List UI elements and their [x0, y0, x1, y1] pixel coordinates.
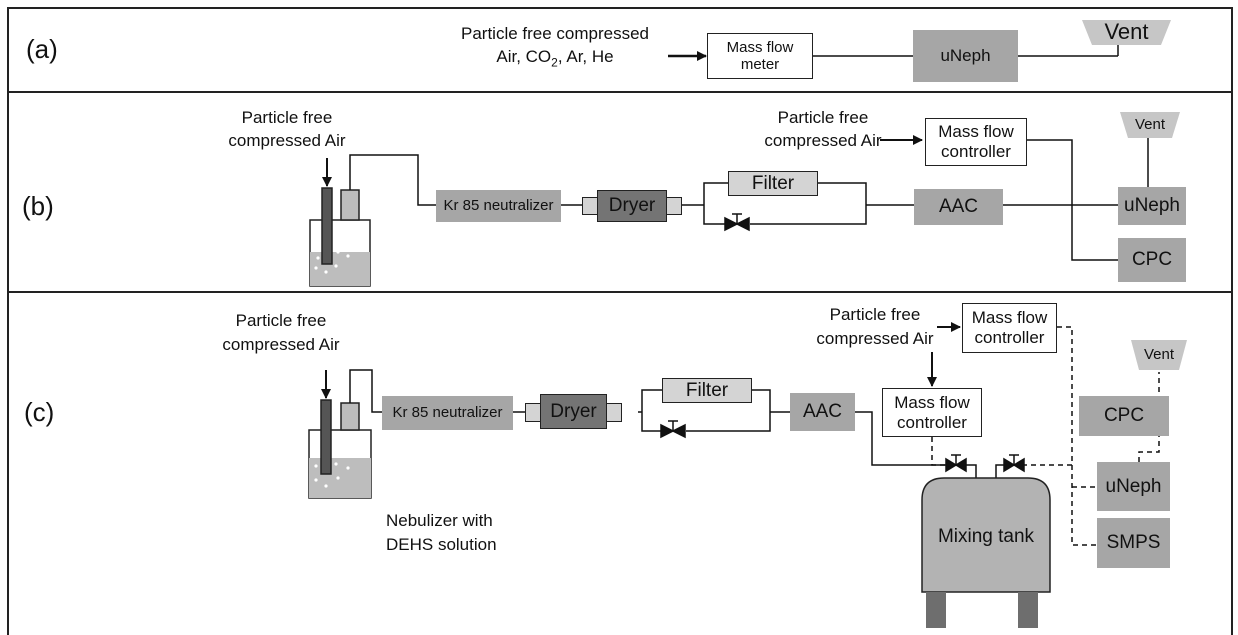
panel-c-dryer-right-cap — [606, 403, 622, 422]
panel-c-vent-shape — [1131, 340, 1187, 370]
panel-c-dashed-lines — [931, 326, 1160, 546]
panel-b-kr85-neutralizer-box: Kr 85 neutralizer — [436, 190, 561, 222]
panel-c-air2-line1: Particle free — [829, 305, 921, 324]
panel-b-air-line1: Particle free — [241, 108, 333, 127]
panel-c-filter-box: Filter — [662, 378, 752, 403]
panel-c-dryer-box: Dryer — [540, 394, 607, 429]
panel-b-vent-shape — [1120, 112, 1180, 138]
panel-b-nebulizer — [309, 187, 371, 287]
panel-b-valve — [724, 213, 750, 232]
panel-c-lines — [321, 322, 1140, 479]
panel-b-dryer-right-cap — [666, 197, 682, 215]
panel-b-lines — [322, 135, 1149, 261]
panel-b-vent-label: Vent — [1134, 116, 1166, 134]
panel-b-filter-box: Filter — [728, 171, 818, 196]
panel-a-lines — [668, 44, 1119, 61]
panel-a-vent-label: Vent — [1104, 18, 1149, 44]
panel-c-dryer-left-cap — [525, 403, 541, 422]
panel-b-air2-line2: compressed Air — [764, 131, 882, 150]
panel-b-dryer-left-cap — [582, 197, 598, 215]
panel-c-kr85-neutralizer-box: Kr 85 neutralizer — [382, 396, 513, 430]
panel-a-source-line1: Particle free compressed — [460, 24, 650, 43]
panel-c-nebulizer-line1: Nebulizer with — [386, 511, 493, 530]
panel-b-air2-line1: Particle free — [777, 108, 869, 127]
panel-c-nebulizer — [308, 399, 372, 499]
panel-c-air-line2: compressed Air — [222, 335, 340, 354]
panel-frames — [7, 7, 1233, 635]
panel-c-valves — [660, 420, 1025, 473]
panel-c-uneph-box: uNeph — [1097, 462, 1170, 511]
panel-a-source-line2: Air, CO2, Ar, He — [496, 47, 614, 70]
panel-b-dryer-box: Dryer — [597, 190, 667, 222]
panel-c-mixing-tank-label: Mixing tank — [937, 526, 1035, 547]
panel-label-a: (a) — [26, 34, 58, 64]
panel-c-cpc-box: CPC — [1079, 396, 1169, 436]
panel-c-air-line1: Particle free — [235, 311, 327, 330]
panel-label-c: (c) — [24, 397, 55, 427]
panel-c-aac-box: AAC — [790, 393, 855, 431]
panel-a-uneph-box: uNeph — [913, 30, 1018, 82]
panel-c-mixing-tank-shape — [921, 477, 1051, 628]
panel-b-cpc-box: CPC — [1118, 238, 1186, 282]
panel-b-uneph-box: uNeph — [1118, 187, 1186, 225]
panel-c-smps-box: SMPS — [1097, 518, 1170, 568]
panel-b-aac-box: AAC — [914, 189, 1003, 225]
panel-label-b: (b) — [22, 191, 54, 221]
panel-c-vent-label: Vent — [1143, 346, 1175, 364]
panel-c-nebulizer-line2: DEHS solution — [386, 535, 497, 554]
panel-b-air-line2: compressed Air — [228, 131, 346, 150]
panel-a-vent-shape — [1082, 20, 1171, 45]
panel-c-air2-line2: compressed Air — [816, 329, 934, 348]
